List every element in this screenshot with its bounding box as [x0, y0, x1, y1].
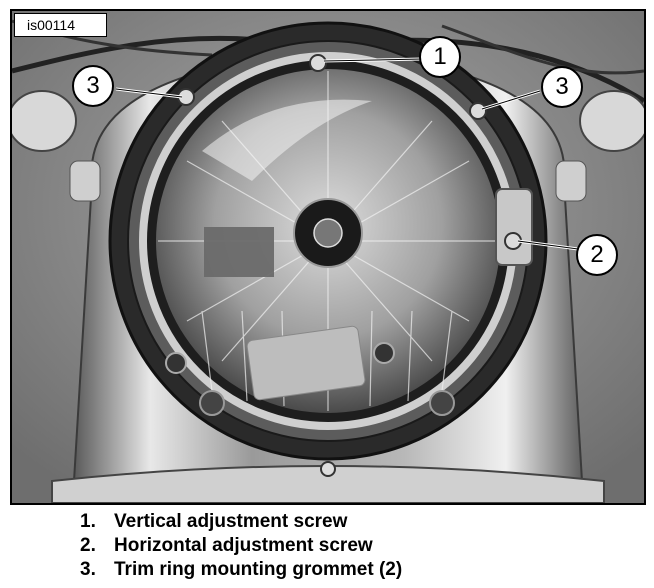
legend-text: Trim ring mounting grommet (2) [114, 559, 403, 580]
left-turn-signal [12, 90, 77, 152]
figure-legend: 1. Vertical adjustment screw 2. Horizont… [80, 510, 640, 582]
front-fender [51, 465, 605, 503]
callout-2: 2 [576, 234, 618, 276]
lens-tape [204, 227, 274, 277]
housing-lower-left-hole [199, 390, 225, 416]
callout-3-left: 3 [72, 65, 114, 107]
lower-right-screw [373, 342, 395, 364]
right-turn-signal [579, 90, 644, 152]
legend-item: 3. Trim ring mounting grommet (2) [80, 558, 640, 582]
legend-text: Vertical adjustment screw [114, 511, 348, 532]
center-emblem [313, 218, 343, 248]
legend-text: Horizontal adjustment screw [114, 535, 373, 556]
cable [12, 35, 273, 74]
trim-ring-grommet-right [469, 102, 487, 120]
cable [381, 37, 644, 104]
figure-id-label: is00114 [14, 13, 107, 37]
cable [441, 24, 644, 75]
fender-screw [320, 461, 336, 477]
lens-highlight [202, 99, 372, 181]
headlamp-photo [10, 9, 646, 505]
legend-item: 1. Vertical adjustment screw [80, 510, 640, 534]
leader-line-2 [517, 240, 579, 250]
housing-lower-right-hole [429, 390, 455, 416]
callout-1: 1 [419, 36, 461, 78]
left-fork-clamp [69, 160, 101, 202]
headlamp-illustration [12, 11, 644, 503]
legend-number: 2. [80, 535, 96, 556]
leader-line-3-left [115, 88, 183, 98]
legend-item: 2. Horizontal adjustment screw [80, 534, 640, 558]
right-fork-clamp [555, 160, 587, 202]
lower-left-screw [165, 352, 187, 374]
legend-number: 1. [80, 511, 96, 532]
lens-sticker [246, 325, 366, 401]
leader-line-3-right [481, 90, 541, 110]
leader-line-1 [323, 58, 423, 62]
adjustment-bracket [495, 188, 533, 266]
vertical-adjustment-screw [309, 54, 327, 72]
legend-number: 3. [80, 559, 96, 580]
callout-3-right: 3 [541, 66, 583, 108]
